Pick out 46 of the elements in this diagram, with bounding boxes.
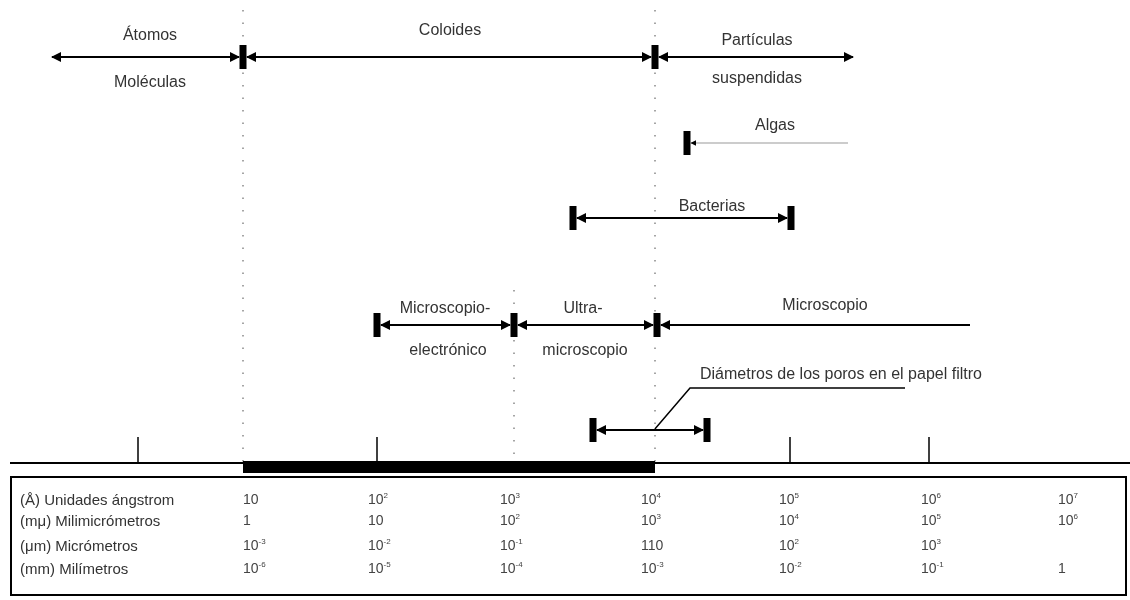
range-label: Bacterias bbox=[678, 196, 746, 216]
range-arrow bbox=[589, 418, 711, 442]
table-cell: 10$^{3}$ bbox=[921, 537, 942, 554]
table-cell: 10$^{-3}$ bbox=[641, 560, 664, 577]
table-cell: 10$^{-1}$ bbox=[921, 560, 944, 577]
range-label: Ultra- bbox=[563, 298, 603, 318]
leader-line bbox=[654, 387, 906, 430]
table-cell: 10$^{2}$ bbox=[779, 537, 800, 554]
range-label: Partículas bbox=[721, 30, 793, 50]
table-cell: 10$^{-5}$ bbox=[368, 560, 391, 577]
table-cell: 10$^{3}$ bbox=[641, 512, 662, 529]
range-label: Moléculas bbox=[114, 72, 186, 92]
table-cell: 10$^{4}$ bbox=[779, 512, 800, 529]
range-label: Microscopio- bbox=[399, 298, 491, 318]
table-cell: 10$^{6}$ bbox=[1058, 512, 1079, 529]
table-cell: 1 bbox=[243, 512, 251, 529]
table-cell: 110 bbox=[641, 537, 664, 554]
row-header: (μm) Micrómetros bbox=[20, 537, 138, 555]
table-cell: 10$^{7}$ bbox=[1058, 491, 1079, 508]
row-header: (mμ) Milimicrómetros bbox=[20, 512, 161, 530]
table-cell: 10$^{5}$ bbox=[779, 491, 800, 508]
range-label: Átomos bbox=[122, 25, 178, 45]
table-cell: 10$^{-1}$ bbox=[500, 537, 523, 554]
range-label: Coloides bbox=[418, 20, 482, 40]
row-header: (mm) Milímetros bbox=[20, 560, 129, 578]
table-cell: 10 bbox=[368, 512, 384, 529]
table-cell: 10$^{-2}$ bbox=[779, 560, 802, 577]
table-cell: 10$^{-3}$ bbox=[243, 537, 266, 554]
callout-text: Diámetros de los poros en el papel filtro bbox=[700, 363, 982, 387]
table-cell: 10$^{3}$ bbox=[500, 491, 521, 508]
range-label: suspendidas bbox=[712, 68, 802, 88]
table-cell: 10$^{2}$ bbox=[368, 491, 389, 508]
table-cell: 10$^{6}$ bbox=[921, 491, 942, 508]
range-label: microscopio bbox=[542, 340, 628, 360]
table-cell: 10 bbox=[243, 491, 259, 508]
table-cell: 10$^{5}$ bbox=[921, 512, 942, 529]
table-cell: 10$^{2}$ bbox=[500, 512, 521, 529]
table-cell: 1 bbox=[1058, 560, 1066, 577]
range-label: Microscopio bbox=[782, 295, 868, 315]
table-cell: 10$^{-2}$ bbox=[368, 537, 391, 554]
table-cell: 10$^{4}$ bbox=[641, 491, 662, 508]
range-label: electrónico bbox=[409, 340, 487, 360]
table-cell: 10$^{-4}$ bbox=[500, 560, 523, 577]
table-cell: 10$^{-6}$ bbox=[243, 560, 266, 577]
range-label: Algas bbox=[755, 115, 795, 135]
row-header: (Å) Unidades ángstrom bbox=[20, 491, 175, 509]
